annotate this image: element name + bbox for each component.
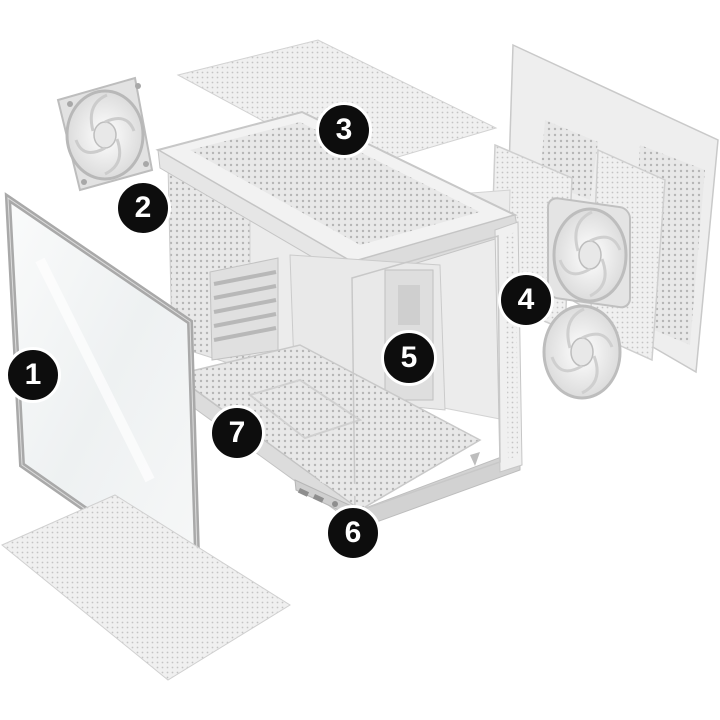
callout-6: 6 — [325, 505, 381, 561]
case-chassis — [155, 110, 523, 529]
side-fan-lower — [542, 304, 622, 400]
callout-1: 1 — [5, 347, 61, 403]
top-fan — [56, 76, 154, 192]
callout-4: 4 — [498, 272, 554, 328]
callout-7: 7 — [209, 405, 265, 461]
expansion-slots — [209, 257, 279, 361]
side-fans — [542, 197, 631, 400]
callout-2: 2 — [115, 180, 171, 236]
side-fan-upper — [547, 197, 631, 309]
bottom-dust-filter — [1, 494, 291, 681]
callout-5: 5 — [381, 330, 437, 386]
callout-3: 3 — [316, 102, 372, 158]
